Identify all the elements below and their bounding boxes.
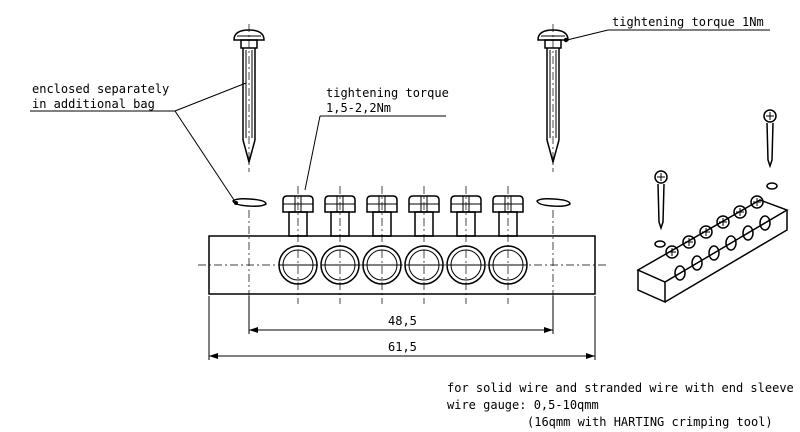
- terminal-screw-head: [324, 195, 356, 213]
- torque-screw-label-line2: 1,5-2,2Nm: [326, 101, 391, 115]
- iso-terminal-screw: [699, 225, 713, 239]
- iso-wire-hole: [725, 235, 737, 251]
- iso-terminal-screw: [682, 235, 696, 249]
- iso-terminal-screw: [716, 215, 730, 229]
- terminal-screw-head: [366, 195, 398, 213]
- note-line3: (16qmm with HARTING crimping tool): [527, 415, 773, 429]
- isometric-view: [636, 109, 789, 304]
- iso-wire-hole: [691, 255, 703, 271]
- right-mounting-screw: [537, 24, 569, 172]
- terminal-screw-head: [408, 195, 440, 213]
- iso-terminal-screw: [665, 245, 679, 259]
- iso-terminal-screw: [733, 205, 747, 219]
- right-washer: [536, 198, 571, 207]
- torque-screw-label-line1: tightening torque: [326, 86, 449, 100]
- iso-terminal-screw: [750, 195, 764, 209]
- torque-mount-label: tightening torque 1Nm: [612, 15, 764, 29]
- left-mounting-screw: [233, 24, 265, 172]
- leader-enclosed: [30, 82, 247, 204]
- dimension-inner: [248, 296, 554, 334]
- terminal-screws: [278, 186, 528, 304]
- note-line2: wire gauge: 0,5-10qmm: [447, 398, 599, 412]
- note-line1: for solid wire and stranded wire with en…: [447, 381, 794, 395]
- left-washer: [232, 198, 267, 207]
- leader-mount-torque: [566, 29, 770, 41]
- enclosed-label-line2: in additional bag: [32, 97, 155, 111]
- dimension-outer-label: 61,5: [388, 340, 417, 354]
- iso-wire-hole: [708, 245, 720, 261]
- terminal-block-body: [198, 210, 606, 300]
- iso-wire-hole: [674, 265, 686, 281]
- terminal-screw-head: [282, 195, 314, 213]
- terminal-screw-head: [450, 195, 482, 213]
- leader-screw-torque: [304, 115, 446, 191]
- terminal-screw-head: [492, 195, 524, 213]
- iso-wire-hole: [742, 225, 754, 241]
- enclosed-label-line1: enclosed separately: [32, 82, 169, 96]
- dimension-outer: [208, 296, 596, 360]
- dimension-inner-label: 48,5: [388, 314, 417, 328]
- iso-wire-hole: [759, 215, 771, 231]
